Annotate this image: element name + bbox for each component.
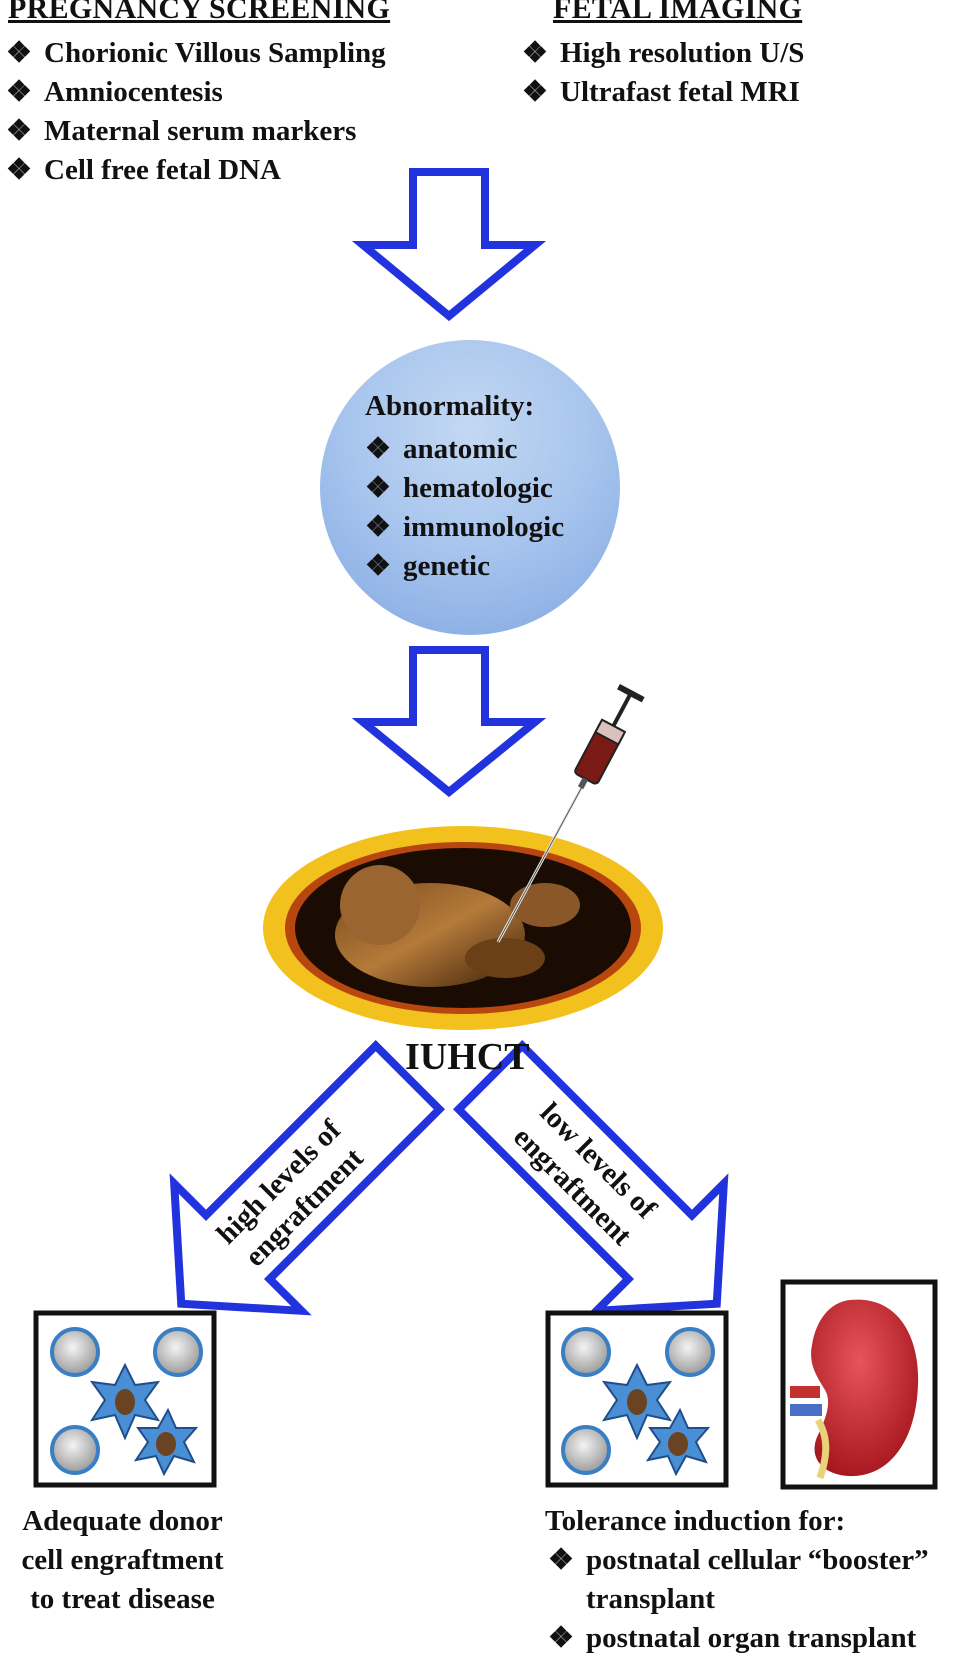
pregnancy-screening-heading: PREGNANCY SCREENING xyxy=(8,0,391,25)
engrafted-cells-box-right xyxy=(545,1310,729,1488)
diamond-bullet-icon: ❖ xyxy=(548,1544,574,1576)
list-item: ❖High resolution U/S xyxy=(522,34,804,73)
list-item: ❖Cell free fetal DNA xyxy=(6,151,386,190)
adequate-engraftment-caption: Adequate donor cell engraftment to treat… xyxy=(21,1505,224,1615)
list-item-continued: transplant xyxy=(586,1583,715,1615)
fetal-imaging-heading: FETAL IMAGING xyxy=(553,0,803,25)
kidney-icon xyxy=(811,1299,919,1477)
diamond-bullet-icon: ❖ xyxy=(6,115,32,147)
diamond-bullet-icon: ❖ xyxy=(6,37,32,69)
list-item: ❖immunologic xyxy=(365,508,564,547)
tolerance-induction-title: Tolerance induction for: xyxy=(545,1505,846,1537)
fetal-ultrasound-image xyxy=(263,826,663,1030)
list-item: ❖Chorionic Villous Sampling xyxy=(6,34,386,73)
syringe-icon xyxy=(496,683,645,943)
diamond-bullet-icon: ❖ xyxy=(365,511,391,543)
diamond-bullet-icon: ❖ xyxy=(365,433,391,465)
kidney-organ-box xyxy=(780,1279,938,1490)
down-arrow-1 xyxy=(351,168,547,322)
tolerance-list: ❖postnatal cellular “booster” transplant… xyxy=(548,1541,929,1658)
iuhct-label: IUHCT xyxy=(405,1036,530,1078)
list-item: ❖Amniocentesis xyxy=(6,73,386,112)
abnormality-list: ❖anatomic ❖hematologic ❖immunologic ❖gen… xyxy=(365,430,564,586)
list-item: ❖anatomic xyxy=(365,430,564,469)
down-arrow-2 xyxy=(351,646,547,798)
list-item: ❖hematologic xyxy=(365,469,564,508)
list-item: ❖postnatal cellular “booster” xyxy=(548,1541,929,1580)
diamond-bullet-icon: ❖ xyxy=(522,76,548,108)
list-item: ❖genetic xyxy=(365,547,564,586)
diamond-bullet-icon: ❖ xyxy=(365,550,391,582)
list-item: ❖postnatal organ transplant xyxy=(548,1619,929,1658)
diamond-bullet-icon: ❖ xyxy=(548,1622,574,1654)
imaging-list: ❖High resolution U/S ❖Ultrafast fetal MR… xyxy=(522,34,804,112)
diamond-bullet-icon: ❖ xyxy=(6,154,32,186)
abnormality-title: Abnormality: xyxy=(365,390,535,422)
diamond-bullet-icon: ❖ xyxy=(522,37,548,69)
screening-list: ❖Chorionic Villous Sampling ❖Amniocentes… xyxy=(6,34,386,190)
diamond-bullet-icon: ❖ xyxy=(365,472,391,504)
abnormality-circle xyxy=(320,340,620,635)
list-item: ❖Ultrafast fetal MRI xyxy=(522,73,804,112)
engrafted-cells-box-left xyxy=(33,1310,217,1488)
list-item: ❖Maternal serum markers xyxy=(6,112,386,151)
diamond-bullet-icon: ❖ xyxy=(6,76,32,108)
